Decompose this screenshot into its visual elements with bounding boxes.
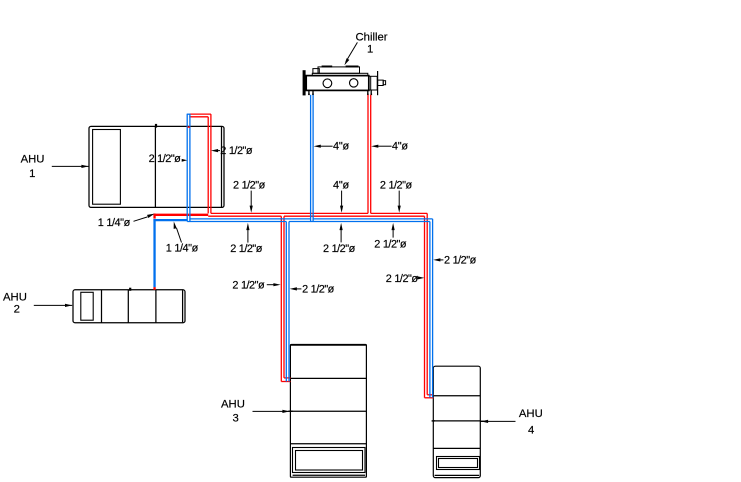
svg-text:2 1/2"ø: 2 1/2"ø — [233, 179, 266, 191]
svg-text:AHU: AHU — [21, 153, 45, 165]
svg-text:1 1/4"ø: 1 1/4"ø — [166, 243, 199, 255]
svg-text:2 1/2"ø: 2 1/2"ø — [323, 243, 356, 255]
svg-text:1 1/4"ø: 1 1/4"ø — [98, 217, 131, 229]
svg-text:AHU: AHU — [221, 398, 245, 410]
svg-text:2 1/2"ø: 2 1/2"ø — [149, 153, 182, 165]
svg-text:2 1/2"ø: 2 1/2"ø — [374, 238, 407, 250]
svg-text:2 1/2"ø: 2 1/2"ø — [444, 255, 477, 267]
svg-text:3: 3 — [232, 413, 238, 425]
svg-text:AHU: AHU — [519, 408, 543, 420]
svg-text:1: 1 — [29, 168, 35, 180]
svg-text:AHU: AHU — [3, 291, 27, 303]
svg-text:2: 2 — [14, 304, 20, 316]
svg-text:2 1/2"ø: 2 1/2"ø — [230, 243, 263, 255]
svg-text:2 1/2"ø: 2 1/2"ø — [386, 273, 419, 285]
svg-text:4"ø: 4"ø — [333, 141, 350, 153]
svg-text:4: 4 — [528, 424, 534, 436]
svg-text:4"ø: 4"ø — [333, 179, 350, 191]
svg-text:Chiller: Chiller — [356, 31, 388, 43]
svg-text:2 1/2"ø: 2 1/2"ø — [302, 284, 335, 296]
svg-text:4"ø: 4"ø — [392, 141, 409, 153]
svg-text:2 1/2"ø: 2 1/2"ø — [232, 279, 265, 291]
svg-text:2 1/2"ø: 2 1/2"ø — [380, 179, 413, 191]
svg-text:2 1/2"ø: 2 1/2"ø — [220, 145, 253, 157]
svg-text:1: 1 — [367, 44, 373, 56]
